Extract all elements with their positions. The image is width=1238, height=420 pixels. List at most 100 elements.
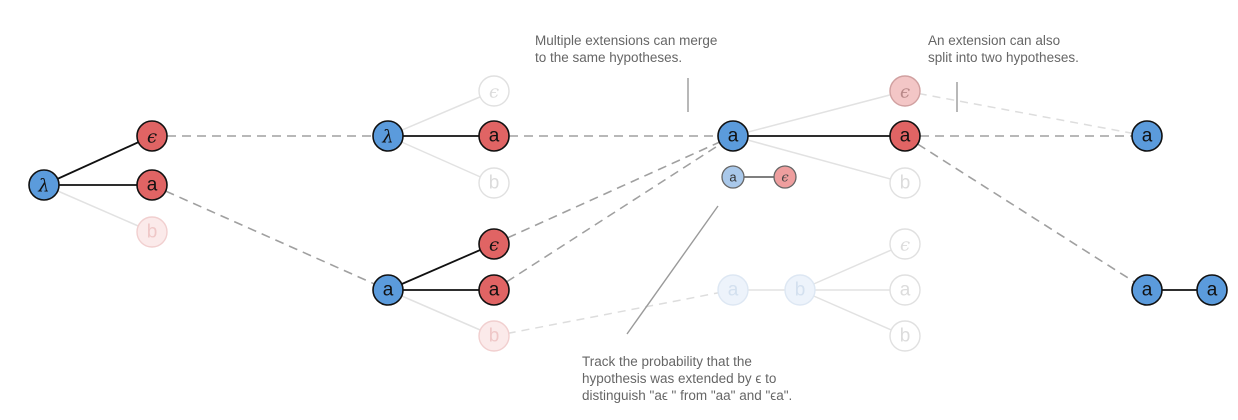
node-label: b [900,326,911,347]
node-circle [717,274,749,306]
node-epsilon: ϵ [478,75,510,107]
dashed-edge [151,184,389,291]
faint-edge [387,90,495,137]
node-label: a [489,280,500,301]
node-circle [478,274,510,306]
node-b: b [889,320,921,352]
node-circle [1131,274,1163,306]
solid-edge [387,243,495,291]
node-circle [784,274,816,306]
node-circle [889,120,921,152]
node-circle [889,320,921,352]
node-label: a [1207,280,1218,301]
track-annotation-line: hypothesis was extended by ϵ to [582,371,777,386]
node-epsilon: ϵ [136,120,168,152]
solid-edge [43,135,153,186]
node-epsilon: ϵ [889,228,921,260]
node-lambda: λ [372,120,404,152]
node-circle [889,228,921,260]
node-circle [1196,274,1228,306]
track-annotation-line: distinguish "aϵ " from "aa" and "ϵa". [582,388,793,403]
faint-edge [799,243,906,291]
node-b: b [889,167,921,199]
node-label: a [147,175,158,196]
node-b: b [478,167,510,199]
node-a: a [721,165,745,189]
node-lambda: λ [28,169,60,201]
node-circle [372,274,404,306]
node-label: ϵ [147,127,157,148]
track-pointer-line [626,205,719,335]
split-annotation-line: split into two hypotheses. [928,50,1079,65]
node-label: b [147,222,158,243]
node-label: λ [37,176,49,197]
node-circle [28,169,60,201]
node-circle [478,228,510,260]
node-label: b [489,326,500,347]
node-label: b [795,280,806,301]
node-label: a [383,280,394,301]
node-label: a [900,126,911,147]
node-a: a [717,274,749,306]
node-a: a [478,274,510,306]
node-a: a [372,274,404,306]
node-circle [889,274,921,306]
node-circle [717,120,749,152]
node-label: a [728,126,739,147]
node-a: a [478,120,510,152]
node-circle [889,75,921,107]
node-circle [478,75,510,107]
faint-dashed-edge [493,289,734,337]
node-label: a [728,280,739,301]
node-label: b [900,173,911,194]
node-a: a [717,120,749,152]
faint-edge [387,135,495,184]
node-circle [136,216,168,248]
node-circle [136,169,168,201]
node-a: a [889,120,921,152]
node-circle [136,120,168,152]
merge-annotation-line: to the same hypotheses. [535,50,683,65]
split-annotation: An extension can also split into two hyp… [928,32,1079,66]
node-circle [889,167,921,199]
split-annotation-line: An extension can also [928,33,1061,48]
node-label: ϵ [900,235,910,256]
faint-edge [799,289,906,337]
node-label: a [1142,126,1153,147]
track-annotation: Track the probability that the hypothesi… [582,353,792,404]
node-label: a [489,126,500,147]
merge-annotation-line: Multiple extensions can merge [535,33,718,48]
node-a: a [136,169,168,201]
track-annotation-line: Track the probability that the [582,354,752,369]
node-label: a [1142,280,1153,301]
node-label: ϵ [489,82,499,103]
faint-dashed-edge [904,90,1148,137]
node-epsilon: ϵ [773,165,797,189]
node-circle [773,165,797,189]
node-b: b [136,216,168,248]
node-label: ϵ [900,82,910,103]
node-b: b [784,274,816,306]
node-label: ϵ [489,235,499,256]
node-epsilon: ϵ [478,228,510,260]
node-a: a [1196,274,1228,306]
node-a: a [889,274,921,306]
node-label: λ [381,127,393,148]
node-label: b [489,173,500,194]
node-circle [1131,120,1163,152]
node-circle [372,120,404,152]
node-a: a [1131,120,1163,152]
node-circle [478,120,510,152]
node-a: a [1131,274,1163,306]
faint-edge [387,289,495,337]
node-b: b [478,320,510,352]
faint-edge [732,90,906,137]
node-label: a [900,280,911,301]
dashed-edge [493,135,734,291]
node-circle [478,320,510,352]
dashed-edge [493,135,734,245]
node-label: ϵ [781,171,789,186]
faint-edge [43,184,153,233]
node-circle [478,167,510,199]
